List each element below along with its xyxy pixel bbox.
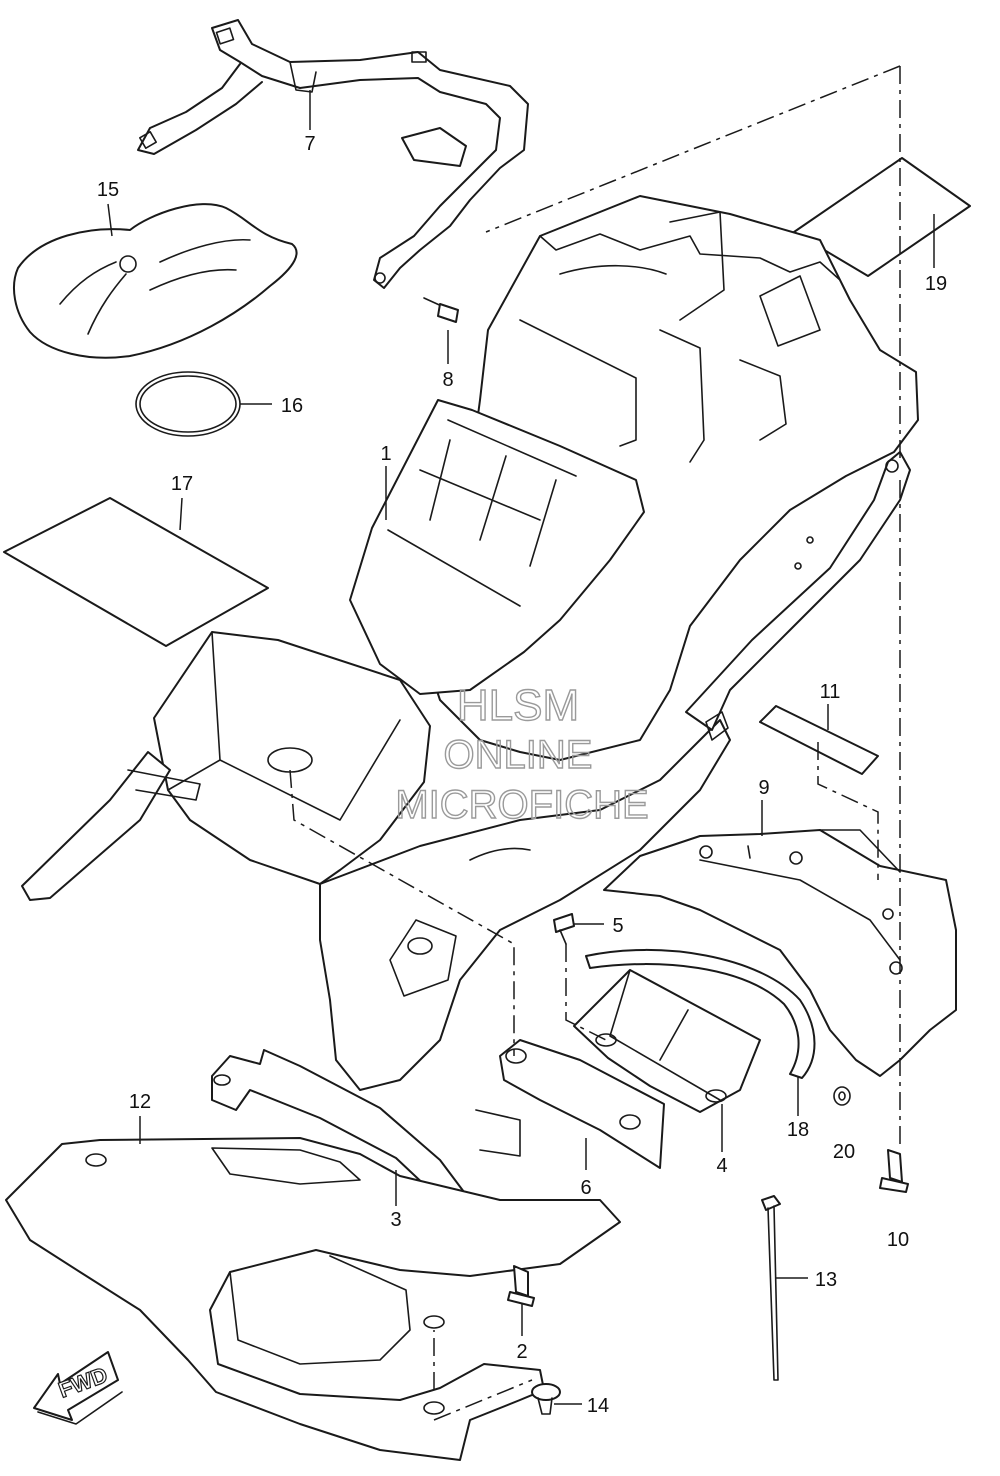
callout-10: 10 [887, 1229, 909, 1251]
callout-12: 12 [129, 1091, 151, 1113]
callout-14: 14 [587, 1395, 609, 1417]
part-1-fender [21, 195, 919, 1091]
part-8-bolt [423, 297, 459, 323]
callout-7: 7 [304, 133, 315, 155]
callout-8: 8 [442, 369, 453, 391]
assembly-lines [289, 65, 901, 1421]
part-20-washer [833, 1086, 851, 1106]
watermark: HLSM ONLINE MICROFICHE [395, 680, 650, 827]
callout-5: 5 [612, 915, 623, 937]
fwd-arrow: FWD [33, 1351, 123, 1425]
callout-15: 15 [97, 179, 119, 201]
callout-18: 18 [787, 1119, 809, 1141]
part-18-strip [585, 948, 816, 1079]
callout-9: 9 [758, 777, 769, 799]
callout-2: 2 [516, 1341, 527, 1363]
part-11-strip [759, 705, 879, 775]
part-10-bolt [879, 1149, 909, 1193]
part-16-ring [135, 371, 241, 437]
part-7-bracket [137, 19, 529, 289]
watermark-line-2: ONLINE [444, 733, 593, 777]
callout-19: 19 [925, 273, 947, 295]
callout-1: 1 [380, 443, 391, 465]
callout-4: 4 [716, 1155, 727, 1177]
callout-11: 11 [820, 681, 841, 703]
part-12-plate [5, 1109, 621, 1461]
watermark-line-1: HLSM [457, 681, 579, 730]
part-14-clip [531, 1383, 561, 1415]
part-5-rivet [553, 913, 575, 945]
part-17-pad [3, 497, 269, 647]
leader-lines [107, 90, 935, 1405]
callout-17: 17 [171, 473, 193, 495]
part-19-pad [793, 157, 971, 277]
callout-6: 6 [580, 1177, 591, 1199]
part-6-bracket [499, 1039, 665, 1169]
callout-20: 20 [833, 1141, 855, 1163]
part-9-bracket [603, 829, 957, 1077]
callout-labels: 7 15 16 17 1 8 19 11 9 5 12 3 6 4 18 20 … [97, 133, 947, 1417]
callout-3: 3 [390, 1209, 401, 1231]
watermark-line-3: MICROFICHE [395, 783, 648, 827]
part-2-bolt [507, 1265, 535, 1307]
part-13-cable-tie [761, 1195, 781, 1381]
callout-16: 16 [281, 395, 303, 417]
part-15-cover [13, 203, 298, 359]
callout-13: 13 [815, 1269, 837, 1291]
part-4-bracket [573, 969, 761, 1113]
